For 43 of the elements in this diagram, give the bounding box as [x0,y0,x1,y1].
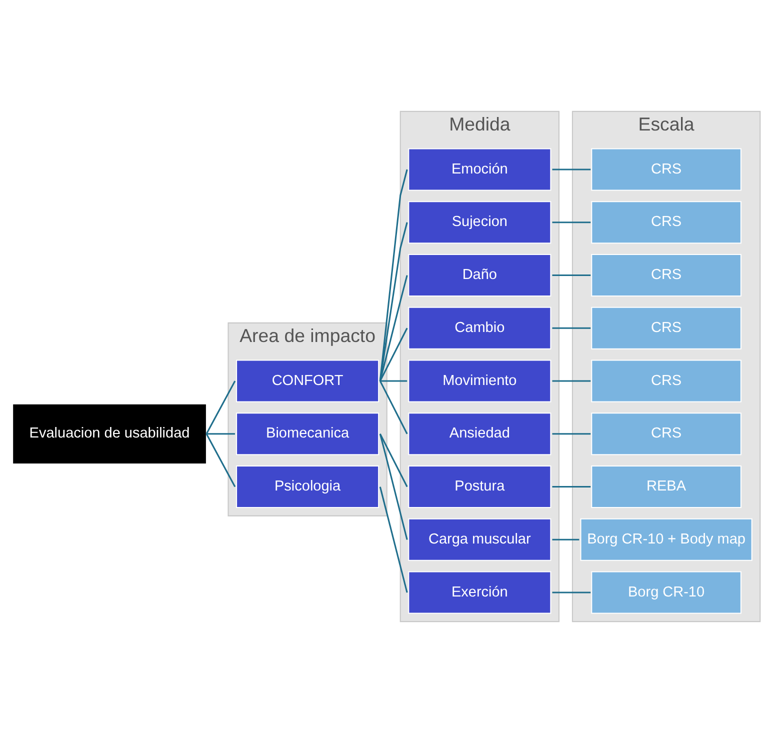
connector [379,222,408,381]
node-box: Movimiento [408,359,552,402]
node-box: CRS [591,306,742,349]
connector [552,380,591,382]
node-box: Evaluacion de usabilidad [12,402,207,464]
node-box: REBA [591,465,742,508]
node-box: Sujecion [408,200,552,244]
connector [380,380,408,382]
connector [552,168,591,170]
node-box: Emoción [408,148,552,190]
connector [379,380,408,434]
connector [379,433,408,487]
node-box: CRS [591,412,742,455]
connector [552,538,580,540]
node-box: Daño [408,254,552,296]
node-box: Borg CR-10 [591,570,742,614]
connector [379,486,408,592]
connector [379,274,408,381]
connector [379,327,408,381]
connector [206,432,235,434]
connector [552,432,591,434]
node-box: Exerción [408,570,552,614]
node-box: Carga muscular [408,518,552,560]
connector [379,168,408,381]
node-box: Postura [408,465,552,508]
connector [552,486,591,488]
node-box: CONFORT [236,359,380,402]
connector [552,591,591,593]
node-box: Cambio [408,306,552,349]
connector [206,380,236,434]
connector [552,274,591,276]
connector [379,433,408,540]
node-box: Biomecanica [236,412,380,455]
connector [552,326,591,328]
connector [206,433,236,487]
node-box: Ansiedad [408,412,552,455]
node-box: CRS [591,359,742,402]
node-box: CRS [591,200,742,244]
node-box: Borg CR-10 + Body map [580,518,752,560]
node-box: Psicologia [236,465,380,508]
node-box: CRS [591,254,742,296]
node-box: CRS [591,148,742,190]
connector [552,221,591,223]
